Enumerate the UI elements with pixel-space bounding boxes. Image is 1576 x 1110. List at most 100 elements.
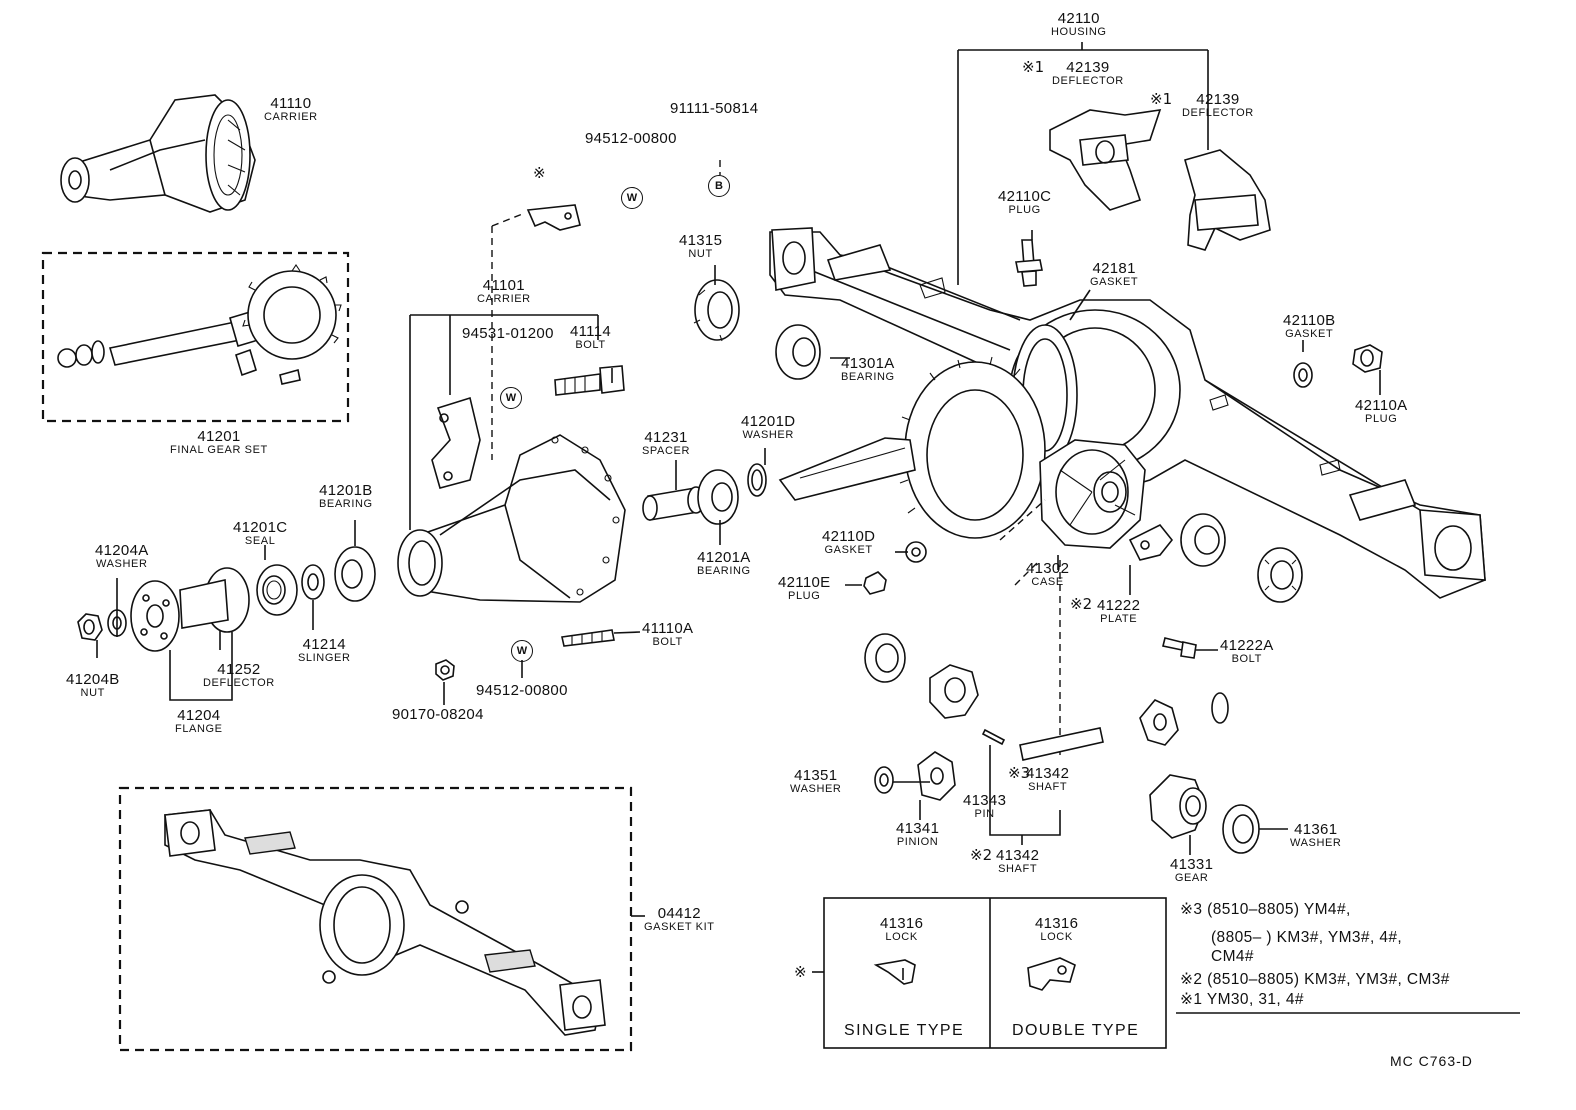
gear-41331-drawing	[1149, 774, 1207, 839]
double-lock-drawing	[1027, 957, 1076, 991]
note-line-1: ※3 (8510–8805) YM4#,	[1180, 901, 1351, 918]
ref-mark-lock-box: ※	[794, 963, 807, 981]
carrier-housing-41101-drawing	[397, 434, 626, 603]
ref-mark-41342-upper: ※3	[1008, 764, 1031, 782]
washer-41201D-drawing	[747, 463, 767, 497]
bolt-41222A-drawing	[1162, 637, 1197, 659]
deflector-42139-left-drawing	[1049, 109, 1162, 211]
pinion-41341-drawing	[917, 751, 956, 801]
plug-42110E-drawing	[863, 571, 887, 595]
bearing-cap-drawing	[431, 396, 481, 489]
washer-41351-drawing	[874, 766, 894, 794]
note-line-4: ※2 (8510–8805) KM3#, YM3#, CM3#	[1180, 971, 1450, 988]
w-marker-3: W	[511, 640, 533, 662]
gasket-42110B-drawing	[1293, 362, 1313, 388]
single-lock-drawing	[873, 959, 916, 985]
side-washer-left-drawing	[864, 633, 906, 683]
seal-41201C-drawing	[256, 564, 298, 616]
carrier-assembly-drawing	[60, 94, 256, 213]
washer-41361-drawing	[1222, 804, 1260, 854]
plate-41222-drawing	[1128, 523, 1174, 561]
pinion-washer-drawing	[1211, 692, 1229, 724]
note-mark-3: ※3	[1180, 901, 1203, 918]
differential-case-41302-drawing	[1039, 439, 1146, 549]
nut-41315-drawing	[693, 279, 740, 342]
note-mark-1: ※1	[1180, 991, 1203, 1008]
label-94531-01200: 94531-01200	[462, 325, 554, 342]
deflector-42139-right-drawing	[1184, 149, 1271, 251]
w-marker-1: W	[621, 187, 643, 209]
note-line-2: (8805– ) KM3#, YM3#, 4#,	[1211, 929, 1403, 946]
gasket-kit-housing-drawing	[164, 809, 606, 1036]
ref-mark-41342-lower: ※2	[970, 846, 993, 864]
note-line-3: CM4#	[1211, 948, 1254, 965]
slinger-41214-drawing	[301, 564, 325, 600]
pinion-upper-drawing	[1139, 699, 1179, 746]
axle-housing-42110-drawing	[769, 227, 1486, 599]
side-gear-left-drawing	[929, 664, 979, 719]
label-90170-08204: 90170-08204	[392, 706, 484, 723]
final-gear-set-box	[41, 251, 350, 423]
ref-mark-42139-right: ※1	[1150, 90, 1173, 108]
ring-gear-drawing	[778, 356, 1046, 539]
nut-41204B-drawing	[77, 613, 103, 641]
bearing-41201A-drawing	[697, 469, 739, 525]
side-bearing-drawing	[1180, 513, 1303, 603]
label-91111-50814: 91111-50814	[670, 100, 759, 117]
ref-mark-top-lock: ※	[533, 164, 546, 182]
double-type-label: DOUBLE TYPE	[1012, 1022, 1140, 1039]
bearing-41201B-drawing	[334, 546, 376, 602]
nut-90170-drawing	[435, 659, 455, 681]
plug-42110A-drawing	[1352, 344, 1383, 373]
bolt-41114-drawing	[554, 365, 625, 396]
label-94512-00800-top: 94512-00800	[585, 130, 677, 147]
final-gear-set-drawing	[57, 264, 342, 385]
pin-41343-drawing	[981, 728, 1006, 746]
drawing-code: MC C763-D	[1390, 1053, 1473, 1069]
lock-part-drawing	[526, 204, 581, 231]
note-mark-2: ※2	[1180, 971, 1203, 988]
b-marker: B	[708, 175, 730, 197]
label-94512-00800-bottom: 94512-00800	[476, 682, 568, 699]
lock-type-box	[823, 897, 1167, 1049]
bearing-41301A-drawing	[775, 324, 821, 380]
w-marker-2: W	[500, 387, 522, 409]
spacer-41231-drawing	[642, 486, 705, 521]
ref-mark-42139-left: ※1	[1022, 58, 1045, 76]
stud-bolt-41110A-drawing	[561, 629, 615, 647]
plug-42110C-drawing	[1015, 239, 1043, 287]
